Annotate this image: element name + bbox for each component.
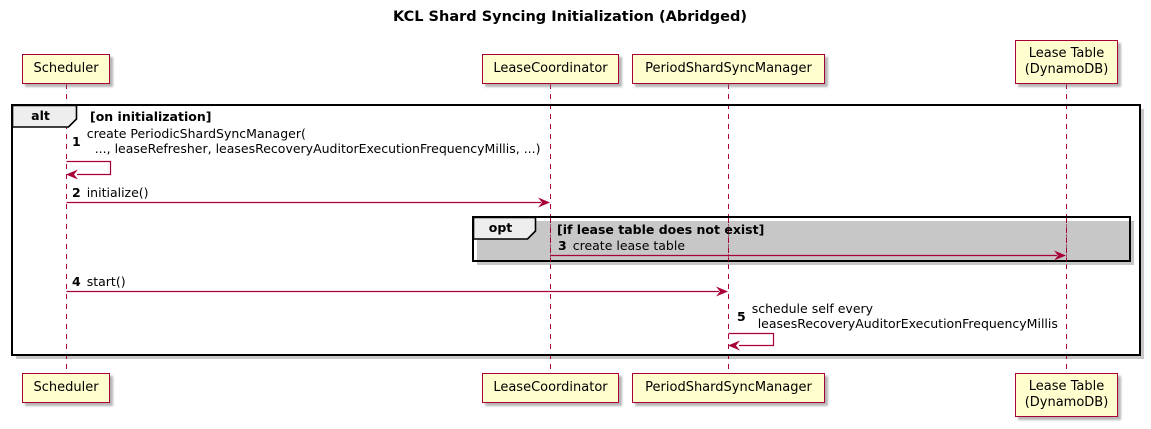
participant-scheduler-top: Scheduler [22, 54, 110, 84]
participant-label: LeaseCoordinator [493, 61, 608, 76]
message-3-label: create lease table [572, 238, 686, 253]
message-4-arrowhead [716, 286, 728, 297]
participant-lease-table-top: Lease Table (DynamoDB) [1015, 40, 1118, 84]
participant-label-line1: Lease Table [1028, 46, 1105, 61]
message-1-arrowhead [66, 169, 78, 180]
participant-label-line2: (DynamoDB) [1024, 395, 1109, 410]
message-4-label: start() [86, 274, 126, 289]
message-5-text: 5 schedule self every leasesRecoveryAudi… [737, 301, 1058, 331]
message-4-text: 4 start() [72, 274, 126, 289]
message-3-arrowhead [1054, 250, 1066, 261]
participant-label: Scheduler [33, 61, 99, 76]
message-5-self-line [728, 332, 775, 347]
participant-label: LeaseCoordinator [493, 380, 608, 395]
alt-frame-label: alt [31, 108, 50, 123]
diagram-title: KCL Shard Syncing Initialization (Abridg… [393, 9, 747, 25]
message-2-arrowhead [538, 197, 550, 208]
message-5-number: 5 [737, 308, 746, 324]
participant-label-line1: Lease Table [1028, 379, 1105, 394]
message-1-line1: create PeriodicShardSyncManager( [86, 126, 306, 141]
alt-frame-condition: [on initialization] [90, 109, 212, 124]
participant-period-shard-sync-manager-bottom: PeriodShardSyncManager [632, 373, 825, 403]
participant-label-line2: (DynamoDB) [1024, 62, 1109, 77]
participant-lease-coordinator-bottom: LeaseCoordinator [482, 373, 619, 403]
alt-label-pentagon [11, 104, 78, 128]
message-2-text: 2 initialize() [72, 185, 149, 200]
participant-period-shard-sync-manager-top: PeriodShardSyncManager [632, 54, 825, 84]
participant-label: Scheduler [33, 380, 99, 395]
alt-frame-border [11, 104, 1141, 356]
message-4-number: 4 [72, 274, 81, 289]
participant-label: PeriodShardSyncManager [645, 61, 812, 76]
message-3-number: 3 [558, 238, 567, 253]
message-3-text: 3 create lease table [558, 238, 685, 253]
participant-label: PeriodShardSyncManager [645, 380, 812, 395]
participant-lease-coordinator-top: LeaseCoordinator [482, 54, 619, 84]
participant-scheduler-bottom: Scheduler [22, 373, 110, 403]
message-5-line1: schedule self every [751, 301, 874, 316]
participant-lease-table-bottom: Lease Table (DynamoDB) [1015, 373, 1118, 417]
message-1-text: 1 create PeriodicShardSyncManager( ..., … [72, 126, 541, 156]
message-1-number: 1 [72, 133, 81, 149]
message-2-number: 2 [72, 185, 81, 200]
message-1-self-line [66, 160, 112, 176]
opt-frame-condition: [if lease table does not exist] [557, 222, 765, 237]
opt-label-pentagon [472, 216, 537, 240]
opt-frame-label: opt [488, 220, 513, 235]
message-2-label: initialize() [86, 185, 149, 200]
message-5-line2: leasesRecoveryAuditorExecutionFrequencyM… [757, 316, 1058, 331]
message-5-arrowhead [728, 340, 740, 351]
opt-frame-shadow [477, 221, 1134, 265]
message-1-line2: ..., leaseRefresher, leasesRecoveryAudit… [94, 141, 541, 156]
